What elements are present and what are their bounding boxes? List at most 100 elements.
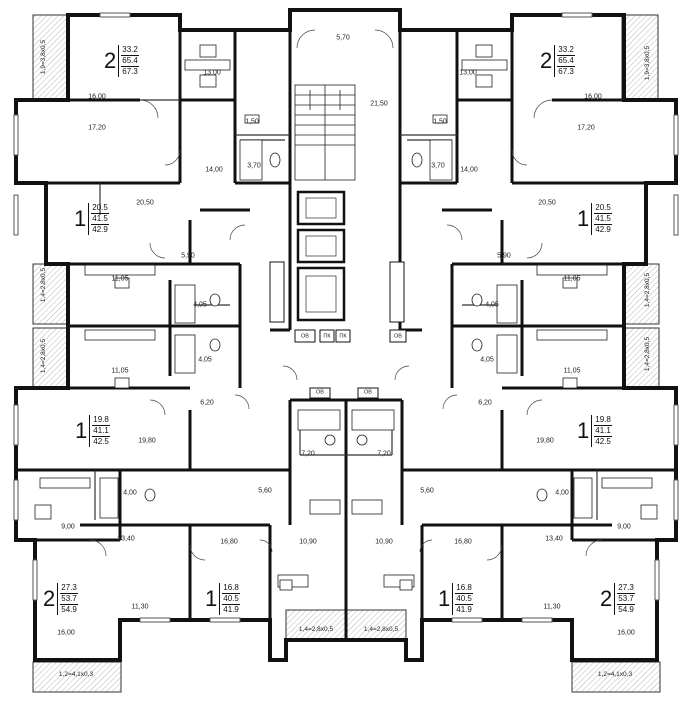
room-area-label: 19,80 (138, 437, 156, 445)
room-area-label: 3,70 (431, 162, 445, 170)
living-area: 19.8 (594, 415, 612, 426)
room-area-label: 9,00 (617, 523, 631, 531)
balcony-top-left (32, 14, 70, 101)
room-area-label: 11,05 (111, 275, 129, 283)
room-count: 2 (43, 586, 56, 611)
apartment-badge: 2 33.2 65.4 67.3 (104, 45, 139, 77)
sinks-and-toilets (144, 114, 548, 502)
total-area: 53.7 (617, 594, 635, 605)
room-area-label: 9,00 (61, 523, 75, 531)
balcony-label: 1,9=3,8x0,5 (39, 39, 47, 75)
room-area-label: 4,00 (555, 489, 569, 497)
total-area: 53.7 (60, 594, 78, 605)
room-area-label: 19,80 (536, 437, 554, 445)
living-area: 33.2 (121, 45, 139, 56)
apartment-badge: 2 27.3 53.7 54.9 (43, 583, 78, 615)
balcony-label: 1,4=2,8x0,5 (39, 338, 47, 374)
room-area-label: 10,90 (375, 538, 393, 546)
apartment-badge: 1 16.8 40.5 41.9 (438, 583, 473, 615)
balcony-label: 1,4=2,8x0,5 (298, 625, 334, 633)
living-area: 20.5 (91, 203, 109, 214)
balcony-label: 1,2=4,1x0,3 (597, 670, 633, 678)
room-count: 1 (577, 206, 590, 231)
room-area-label: 13,40 (117, 535, 135, 543)
shaft-tag: ПК (323, 333, 331, 340)
balcony-bottom-left (32, 661, 122, 693)
elevators (296, 190, 346, 322)
balcony-left-1 (32, 263, 70, 325)
room-area-label: 10,90 (299, 538, 317, 546)
total-area-with-balcony: 54.9 (618, 605, 634, 614)
room-area-label: 7,20 (301, 450, 315, 458)
room-area-label: 14,00 (460, 166, 478, 174)
total-area-with-balcony: 67.3 (122, 67, 138, 76)
room-area-label: 16,00 (617, 629, 635, 637)
total-area: 65.4 (121, 56, 139, 67)
room-area-label: 5,70 (336, 34, 350, 42)
room-area-label: 11,30 (543, 603, 561, 611)
room-count: 1 (438, 586, 451, 611)
balcony-label: 1,4=2,8x0,5 (363, 625, 399, 633)
apartment-badge: 2 27.3 53.7 54.9 (600, 583, 635, 615)
apartment-badge: 1 16.8 40.5 41.9 (205, 583, 240, 615)
room-area-label: 14,00 (205, 166, 223, 174)
room-area-label: 1,50 (433, 118, 447, 126)
room-area-label: 11,30 (131, 603, 149, 611)
living-area: 16.8 (455, 583, 473, 594)
room-area-label: 16,00 (57, 629, 75, 637)
apartment-badge: 1 19.8 41.1 42.5 (75, 415, 110, 447)
shaft-tag: ОВ (394, 333, 402, 340)
room-area-label: 5,60 (420, 487, 434, 495)
balcony-right-2 (622, 327, 660, 389)
apartment-badge: 1 20.5 41.5 42.9 (577, 203, 612, 235)
room-area-label: 3,70 (247, 162, 261, 170)
shafts (269, 261, 407, 399)
total-area-with-balcony: 42.5 (595, 437, 611, 446)
balcony-label: 1,4=2,8x0,5 (643, 336, 651, 372)
kitchen-counters (39, 59, 653, 588)
balcony-label: 1,9=3,8x0,5 (643, 45, 651, 81)
balcony-right-1 (622, 263, 660, 325)
balcony-label: 1,4=2,8x0,5 (643, 272, 651, 308)
room-area-label: 21,50 (370, 100, 388, 108)
balcony-bottom-right (571, 661, 661, 693)
balcony-top-right (621, 14, 659, 101)
room-area-label: 6,20 (200, 399, 214, 407)
room-count: 2 (104, 48, 117, 73)
room-area-label: 11,05 (563, 275, 581, 283)
balcony-label: 1,2=4,1x0,3 (58, 670, 94, 678)
total-area-with-balcony: 67.3 (558, 67, 574, 76)
room-area-label: 4,00 (123, 489, 137, 497)
room-count: 1 (74, 206, 87, 231)
room-count: 1 (577, 418, 590, 443)
door-swings (89, 29, 603, 561)
room-area-label: 1,50 (245, 118, 259, 126)
total-area-with-balcony: 42.9 (595, 225, 611, 234)
total-area-with-balcony: 42.9 (92, 225, 108, 234)
room-area-label: 11,05 (563, 367, 581, 375)
room-area-label: 16,80 (454, 538, 472, 546)
shaft-tag: ПК (339, 333, 347, 340)
dining-tables (34, 44, 658, 591)
room-area-label: 13,00 (459, 69, 477, 77)
room-area-label: 5,90 (497, 252, 511, 260)
apartment-badge: 1 20.5 41.5 42.9 (74, 203, 109, 235)
living-area: 20.5 (594, 203, 612, 214)
living-area: 33.2 (557, 45, 575, 56)
room-area-label: 16,00 (584, 93, 602, 101)
total-area-with-balcony: 41.9 (223, 605, 239, 614)
room-area-label: 13,40 (545, 535, 563, 543)
room-area-label: 4,05 (193, 301, 207, 309)
room-area-label: 20,50 (538, 199, 556, 207)
balcony-label: 1,4=2,8x0,5 (39, 267, 47, 303)
room-area-label: 16,80 (220, 538, 238, 546)
room-area-label: 16,00 (88, 93, 106, 101)
room-area-label: 17,20 (88, 124, 106, 132)
total-area-with-balcony: 54.9 (61, 605, 77, 614)
apartment-badge: 1 19.8 41.1 42.5 (577, 415, 612, 447)
living-area: 27.3 (617, 583, 635, 594)
room-count: 2 (600, 586, 613, 611)
living-area: 16.8 (222, 583, 240, 594)
